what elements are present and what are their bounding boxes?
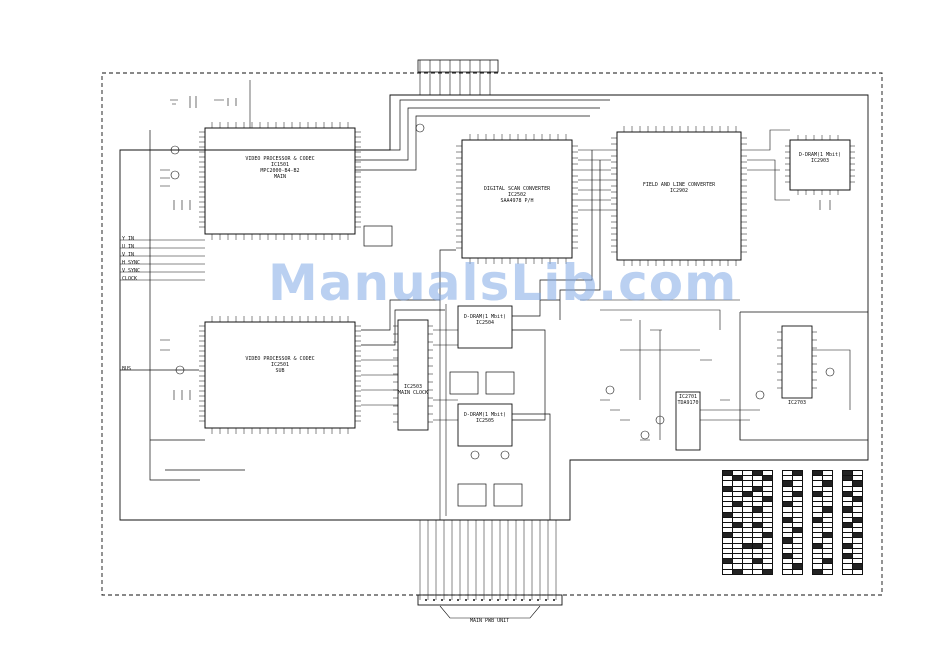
chip-dram-mid1-body bbox=[457, 305, 513, 349]
legend-table bbox=[812, 469, 833, 575]
chip-dram-right-body bbox=[789, 139, 851, 191]
bottom-connector-label: MAIN PWB UNIT bbox=[470, 618, 510, 624]
left-input-label: V SYNC bbox=[122, 268, 141, 274]
chip-main-body bbox=[204, 127, 356, 235]
bottom-connector bbox=[417, 594, 563, 606]
left-input-label: V IN bbox=[122, 252, 135, 258]
chip-small-body bbox=[675, 391, 701, 451]
left-input-label: CLOCK bbox=[122, 276, 138, 282]
chip-dram-right-label: D-DRAM(1 Mbit)IC2903 bbox=[798, 152, 842, 164]
legend-table bbox=[722, 469, 753, 575]
legend-table bbox=[752, 469, 773, 575]
chip-dram-mid2-body bbox=[457, 403, 513, 447]
chip-field-body bbox=[616, 131, 742, 261]
left-input-label: Y IN bbox=[122, 236, 135, 242]
chip-dram-mid1-label: D-DRAM(1 Mbit)IC2504 bbox=[463, 314, 507, 326]
legend-table bbox=[782, 469, 803, 575]
watermark-text: ManualsLib.com bbox=[268, 254, 738, 312]
sub-input-label: BUS bbox=[122, 366, 132, 372]
left-input-label: H SYNC bbox=[122, 260, 141, 266]
top-connector bbox=[417, 59, 499, 73]
chip-sub-body bbox=[204, 321, 356, 429]
legend-table bbox=[842, 469, 863, 575]
chip-clock-body bbox=[397, 319, 429, 431]
board-outline bbox=[119, 94, 869, 521]
chip-dram-mid2-label: D-DRAM(1 Mbit)IC2505 bbox=[463, 412, 507, 424]
chip-scan-body bbox=[461, 139, 573, 259]
left-input-label: U IN bbox=[122, 244, 135, 250]
chip-right-body bbox=[781, 325, 813, 399]
chip-right-label: IC2703 bbox=[787, 400, 807, 406]
